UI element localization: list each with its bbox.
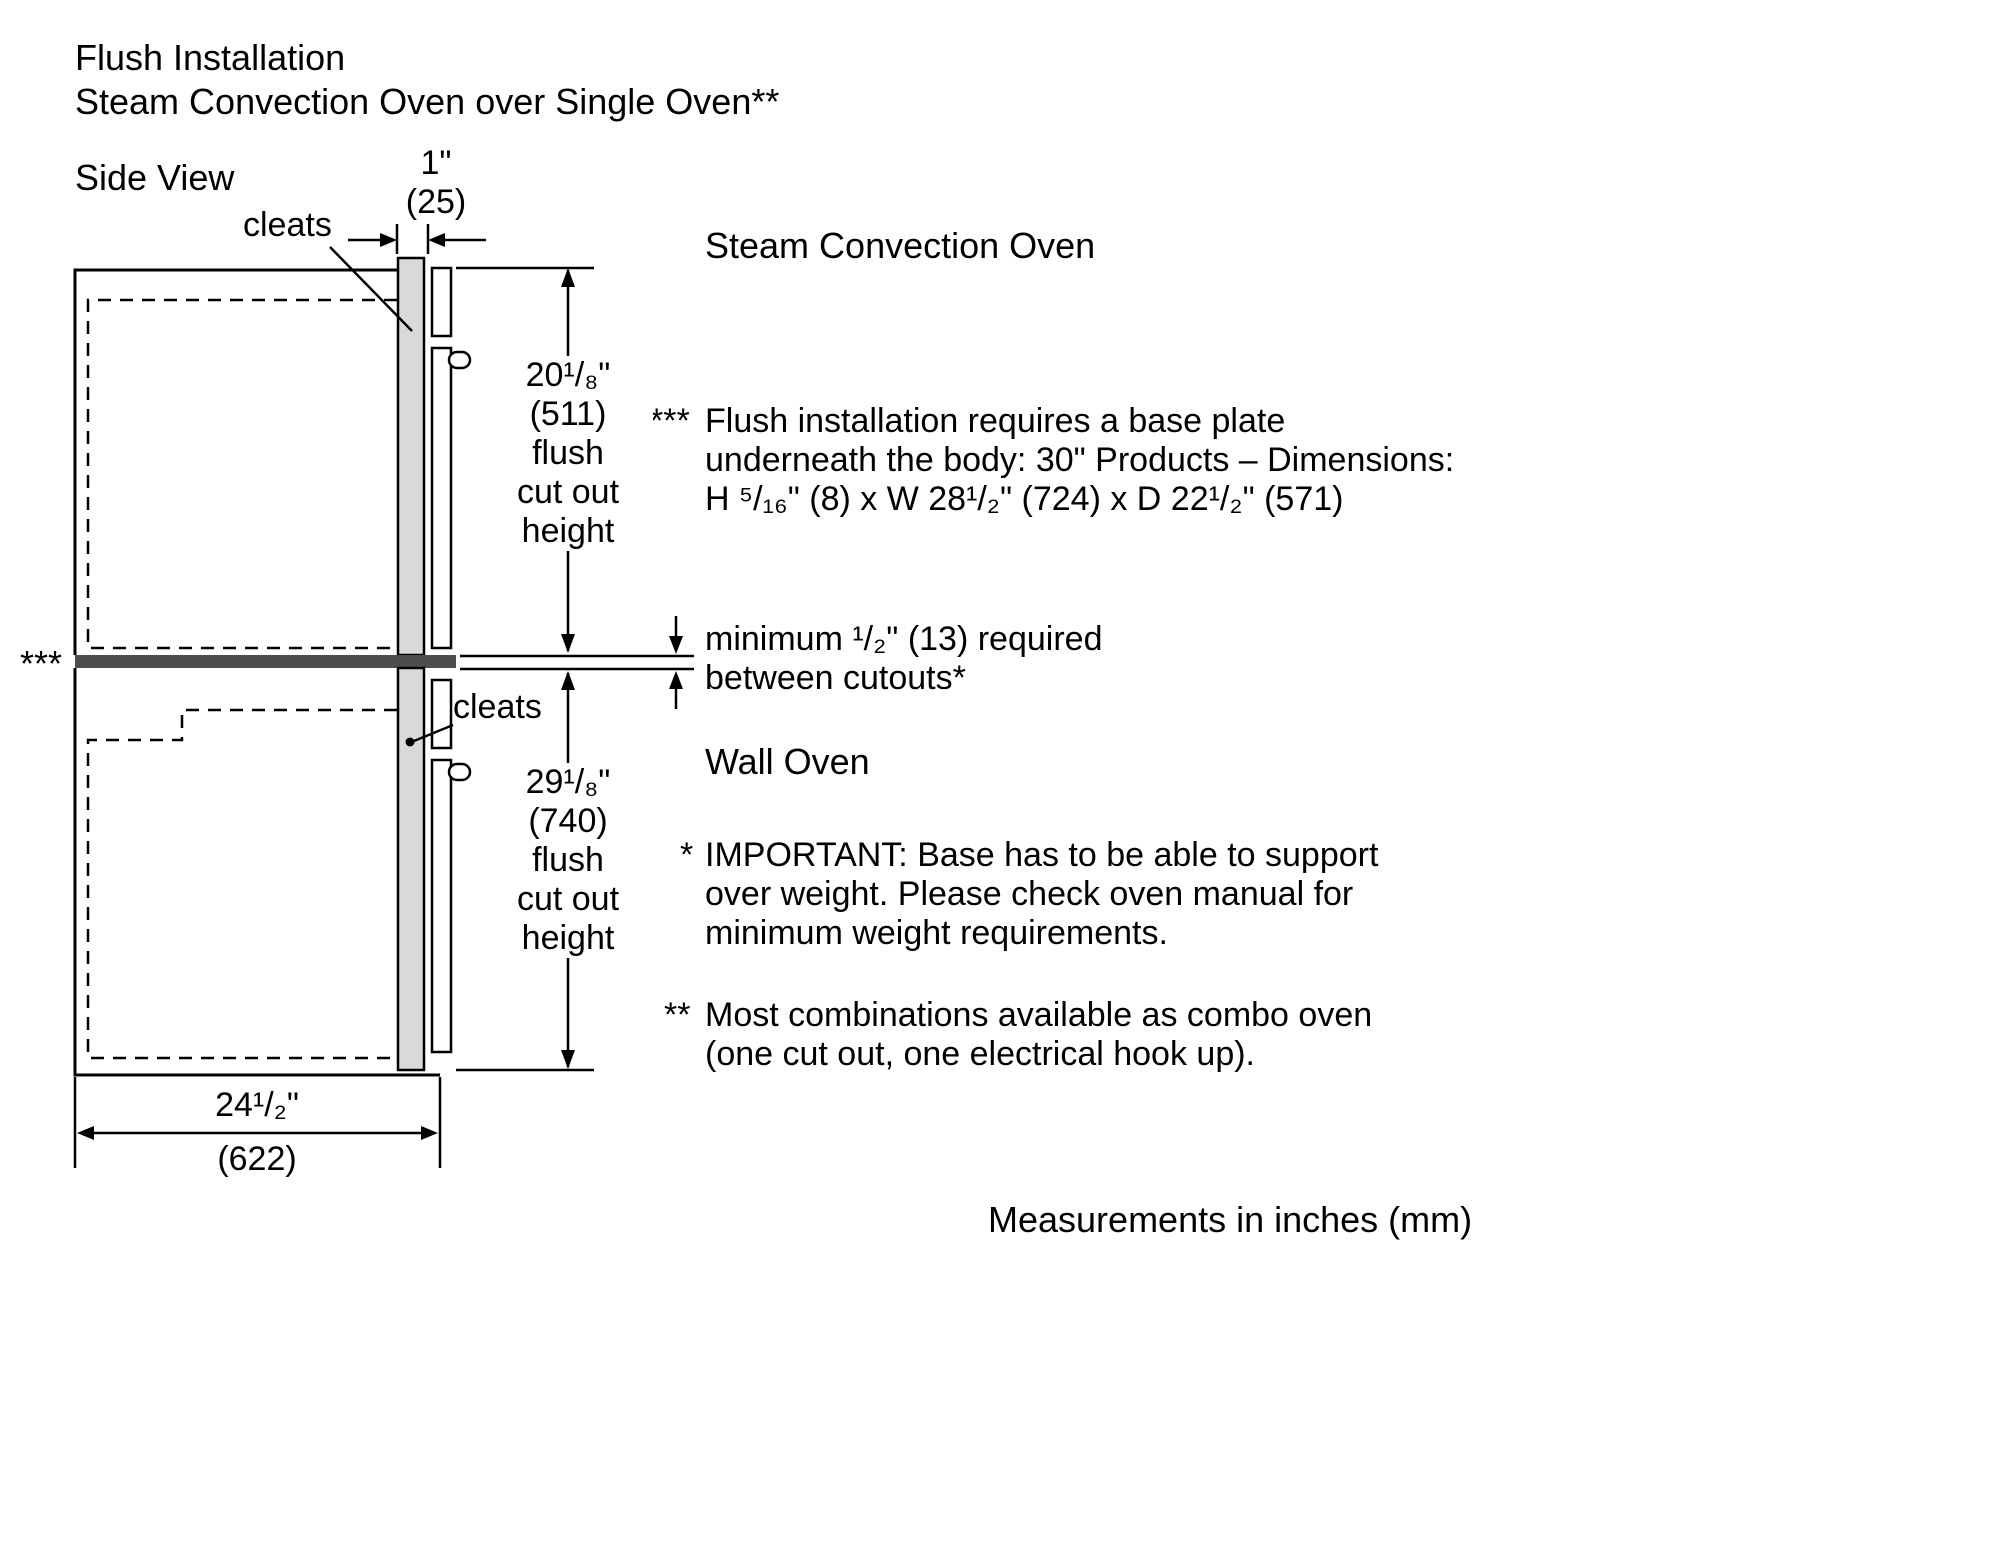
lower-cabinet-outline (73, 668, 440, 1077)
upper-cutout-label: 20¹/₈" (511) flush cut out height (483, 356, 653, 551)
cabinet-depth-inches: 24¹/₂" (215, 1086, 299, 1124)
upper-cutout-dashed-outline (86, 298, 397, 650)
page-title: Flush Installation Steam Convection Oven… (75, 36, 779, 124)
combo-note-marker: ** (664, 996, 691, 1034)
min-gap-arrow-down (669, 636, 683, 654)
divider-marker: *** (20, 643, 63, 684)
depth-arrow-left (77, 1126, 94, 1140)
lower-cutout-dashed-outline (86, 708, 397, 1060)
depth-arrow-right (421, 1126, 438, 1140)
combo-note-line2: (one cut out, one electrical hook up). (705, 1035, 1255, 1073)
cabinet-depth-mm: (622) (217, 1140, 297, 1178)
important-note-line3: minimum weight requirements. (705, 914, 1168, 952)
cleat-width-arrow-left (380, 233, 397, 247)
upper-cutout-word3: height (521, 512, 615, 550)
important-note: * IMPORTANT: Base has to be able to supp… (680, 836, 1378, 953)
upper-cutout-word2: cut out (516, 473, 620, 511)
lower-oven-door (430, 758, 453, 1054)
lower-dim-arrow-top (561, 671, 575, 690)
upper-dim-arrow-top (561, 268, 575, 287)
page-title-line1: Flush Installation (75, 37, 346, 78)
cleats-lower-leader (405, 723, 454, 747)
lower-door-handle (447, 762, 472, 782)
wall-oven-label: Wall Oven (705, 741, 870, 782)
upper-oven-door (430, 346, 453, 650)
divider-bar (75, 655, 456, 668)
upper-door-handle (447, 350, 472, 370)
important-note-line2: over weight. Please check oven manual fo… (705, 875, 1354, 913)
cleats-lower-label: cleats (453, 688, 542, 726)
base-plate-note-marker: *** (650, 402, 690, 440)
min-gap-arrow-up (669, 671, 683, 689)
min-gap-label: minimum ¹/₂" (13) required between cutou… (705, 620, 1102, 698)
lower-cleat-panel (396, 666, 426, 1072)
cleat-width-dimension (348, 224, 486, 254)
footer-note: Measurements in inches (mm) (988, 1199, 1473, 1240)
lower-dim-arrow-bottom (561, 1050, 575, 1069)
upper-cabinet-outline (73, 268, 397, 655)
cleat-width-mm: (25) (405, 183, 467, 221)
cutout-gap-lines (460, 654, 694, 671)
important-note-line1: IMPORTANT: Base has to be able to suppor… (705, 836, 1379, 874)
lower-cutout-label: 29¹/₈" (740) flush cut out height (483, 763, 653, 958)
upper-cutout-inches: 20¹/₈" (525, 356, 611, 394)
combo-note: ** Most combinations available as combo … (664, 996, 1372, 1074)
view-label: Side View (75, 157, 235, 198)
base-plate-note-line3: H ⁵/₁₆" (8) x W 28¹/₂" (724) x D 22¹/₂" … (705, 480, 1344, 518)
upper-dim-arrow-bottom (561, 634, 575, 653)
cleats-upper-label: cleats (243, 206, 332, 244)
combo-note-line1: Most combinations available as combo ove… (705, 996, 1373, 1034)
base-plate-note: *** Flush installation requires a base p… (650, 402, 1454, 519)
upper-cutout-mm: (511) (529, 395, 607, 433)
lower-cleat-block (430, 678, 453, 750)
lower-cutout-word1: flush (532, 841, 604, 879)
cleat-width-arrow-right (428, 233, 445, 247)
important-note-marker: * (680, 836, 694, 874)
lower-cutout-word2: cut out (516, 880, 620, 918)
min-gap-line1: minimum ¹/₂" (13) required (705, 620, 1103, 658)
lower-cutout-inches: 29¹/₈" (525, 763, 611, 801)
cabinet-depth-dimension (73, 1077, 442, 1168)
combo-note-body: Most combinations available as combo ove… (705, 996, 1372, 1074)
upper-cleat-panel (396, 256, 426, 657)
upper-cleat-block (430, 266, 453, 338)
min-gap-line2: between cutouts* (705, 659, 966, 697)
page-title-line2: Steam Convection Oven over Single Oven** (75, 81, 780, 122)
lower-cutout-word3: height (521, 919, 615, 957)
upper-cutout-word1: flush (532, 434, 604, 472)
base-plate-note-body: Flush installation requires a base plate… (705, 402, 1454, 519)
cleats-upper-leader (329, 246, 413, 332)
steam-oven-label: Steam Convection Oven (705, 225, 1096, 266)
important-note-body: IMPORTANT: Base has to be able to suppor… (705, 836, 1378, 953)
cleat-width-inches: 1" (420, 144, 452, 182)
base-plate-note-line1: Flush installation requires a base plate (705, 402, 1286, 440)
base-plate-note-line2: underneath the body: 30" Products – Dime… (705, 441, 1455, 479)
cleat-width-label: 1" (25) (370, 144, 502, 222)
lower-cutout-mm: (740) (528, 802, 608, 840)
